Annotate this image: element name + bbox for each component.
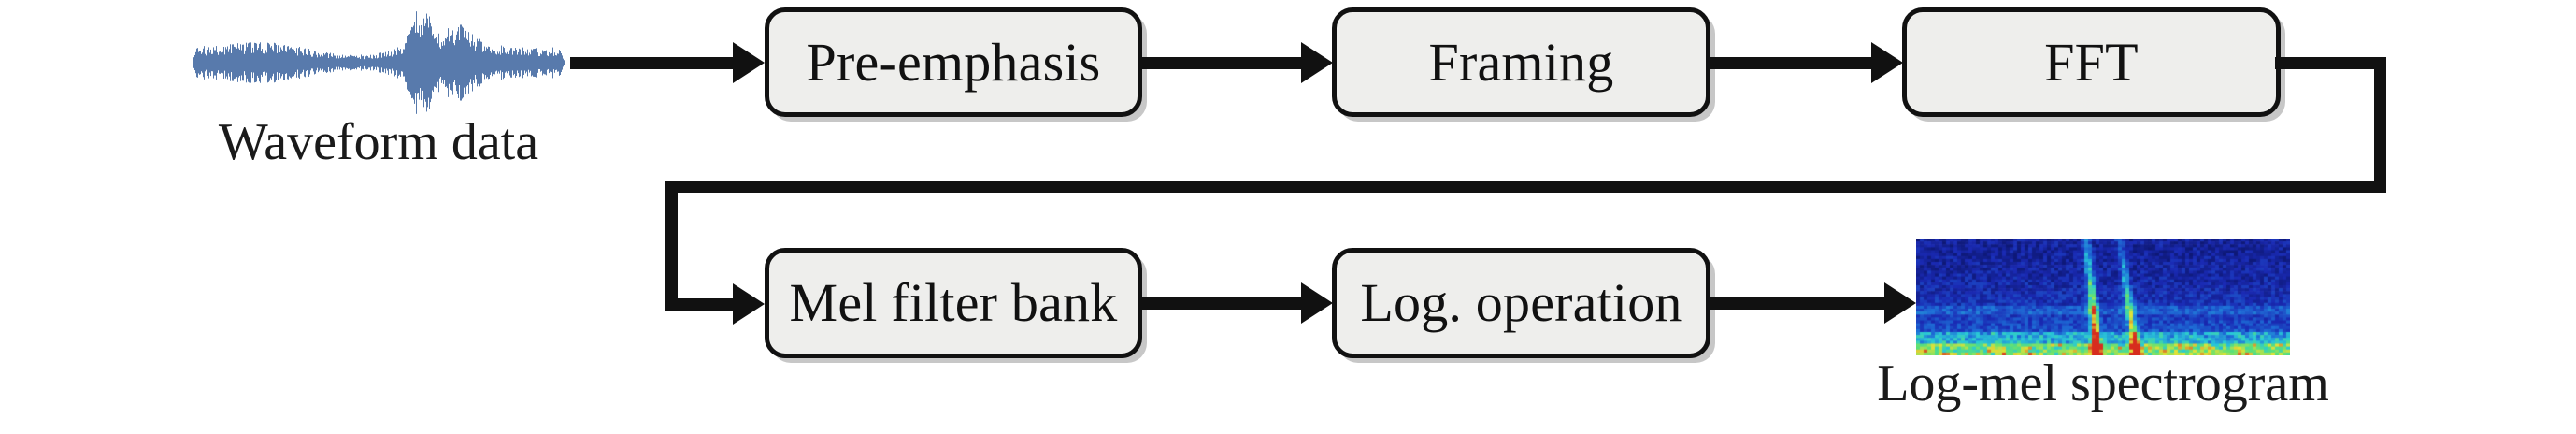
spectrogram-caption: Log-mel spectrogram (1877, 354, 2329, 412)
arrow-head-icon (1301, 42, 1333, 83)
arrow-head-icon (733, 283, 765, 325)
node-log-operation[interactable]: Log. operation (1332, 248, 1710, 358)
edge-fft-segment-into-mel (665, 298, 735, 311)
edge-fft-segment-down (2374, 57, 2386, 193)
node-framing-label: Framing (1428, 31, 1614, 93)
edge-log-to-spectrogram (1710, 297, 1890, 310)
node-log-operation-label: Log. operation (1360, 272, 1682, 333)
node-mel-filter-bank[interactable]: Mel filter bank (765, 248, 1142, 358)
edge-waveform-to-pre-emphasis (570, 57, 735, 69)
edge-fft-segment-right (2275, 57, 2386, 69)
edge-framing-to-fft (1710, 57, 1877, 69)
node-pre-emphasis-label: Pre-emphasis (806, 31, 1101, 93)
arrow-head-icon (1884, 282, 1916, 324)
waveform-svg (193, 11, 565, 114)
waveform-caption: Waveform data (218, 113, 539, 171)
node-pre-emphasis[interactable]: Pre-emphasis (765, 7, 1142, 117)
waveform-thumbnail (192, 7, 565, 118)
edge-fft-segment-left (665, 181, 2386, 193)
edge-mel-to-log (1142, 297, 1307, 310)
arrow-head-icon (1871, 42, 1903, 83)
node-framing[interactable]: Framing (1332, 7, 1710, 117)
arrow-head-icon (733, 42, 765, 83)
spectrogram-thumbnail (1916, 239, 2290, 355)
arrow-head-icon (1301, 282, 1333, 324)
node-fft[interactable]: FFT (1902, 7, 2281, 117)
edge-pre-emphasis-to-framing (1142, 57, 1307, 69)
edge-fft-segment-down2 (665, 181, 678, 311)
node-fft-label: FFT (2044, 31, 2139, 93)
node-mel-filter-bank-label: Mel filter bank (789, 272, 1118, 333)
